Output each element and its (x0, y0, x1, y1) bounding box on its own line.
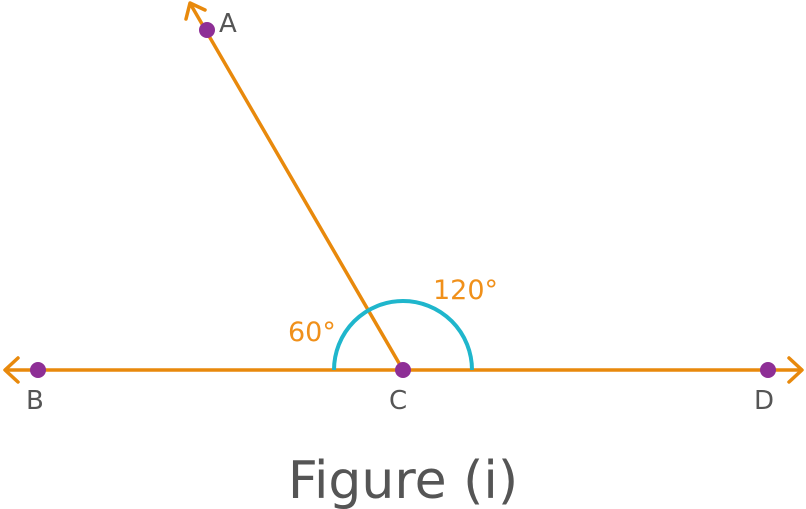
point-a (199, 22, 215, 38)
arrowhead-top (184, 1, 207, 21)
angle-label-60: 60° (288, 317, 336, 348)
figure-caption: Figure (i) (288, 451, 518, 509)
angle-label-120: 120° (433, 275, 498, 306)
point-c (395, 362, 411, 378)
point-d (760, 362, 776, 378)
angle-arc (332, 299, 474, 371)
ray-ca (189, 4, 405, 371)
arrowhead-left (3, 356, 20, 384)
label-a: A (219, 9, 237, 39)
label-b: B (26, 386, 44, 416)
arrowhead-right (787, 356, 804, 384)
point-b (30, 362, 46, 378)
label-d: D (754, 386, 774, 416)
label-c: C (389, 386, 407, 416)
